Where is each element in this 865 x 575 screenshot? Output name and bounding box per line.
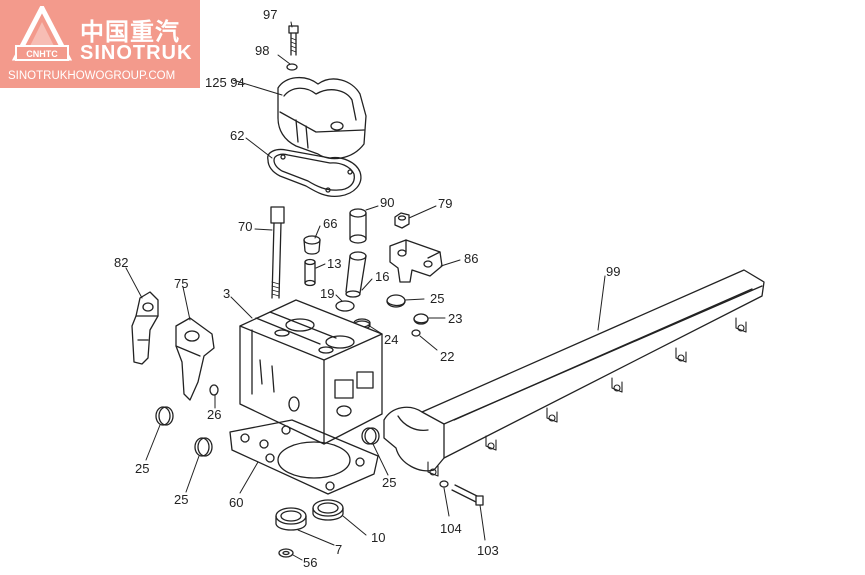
part-19-o-ring bbox=[335, 300, 355, 312]
part-97-bolt bbox=[288, 25, 299, 56]
callout-22: 22 bbox=[440, 349, 455, 364]
part-3-cylinder-head bbox=[239, 299, 383, 445]
part-94-valve-cover bbox=[277, 77, 367, 160]
part-7-valve-seat-insert bbox=[275, 507, 307, 531]
part-56-washer bbox=[278, 548, 294, 558]
part-25-seal-ring-right bbox=[361, 427, 380, 445]
callout-19: 19 bbox=[320, 286, 335, 301]
callout-16: 16 bbox=[375, 269, 390, 284]
part-16-injector-sleeve bbox=[345, 251, 367, 298]
callout-25-left-lower: 25 bbox=[174, 492, 189, 507]
callout-62: 62 bbox=[230, 128, 245, 143]
brand-url: SINOTRUKHOWOGROUP.COM bbox=[8, 70, 176, 82]
part-98-washer bbox=[286, 63, 298, 71]
callout-60: 60 bbox=[229, 495, 244, 510]
part-25-seal-ring-left-lower bbox=[194, 437, 213, 457]
callout-10: 10 bbox=[371, 530, 386, 545]
part-25-seal-ring-left-upper bbox=[155, 406, 174, 426]
part-13-valve-guide bbox=[304, 258, 316, 287]
callout-99: 99 bbox=[606, 264, 621, 279]
callout-25-right: 25 bbox=[382, 475, 397, 490]
callout-26: 26 bbox=[207, 407, 222, 422]
callout-7: 7 bbox=[335, 542, 343, 557]
part-82-rocker-arm bbox=[131, 291, 159, 365]
part-23-plug bbox=[413, 313, 429, 325]
brand-name-cn: 中国重汽 bbox=[80, 18, 180, 46]
part-99-fuel-rail bbox=[383, 269, 765, 477]
part-66-valve-stem-seal bbox=[303, 235, 321, 255]
brand-name-en: SINOTRUK bbox=[80, 42, 193, 64]
part-60-cylinder-head-gasket bbox=[229, 419, 379, 495]
callout-82: 82 bbox=[114, 255, 129, 270]
part-62-valve-cover-gasket bbox=[267, 148, 362, 198]
callout-103: 103 bbox=[477, 543, 499, 558]
callout-66: 66 bbox=[323, 216, 338, 231]
part-70-cylinder-head-bolt bbox=[270, 206, 285, 299]
callout-25-left-upper: 25 bbox=[135, 461, 150, 476]
callout-125-94: 125 94 bbox=[205, 75, 245, 90]
callout-75: 75 bbox=[174, 276, 189, 291]
callout-70: 70 bbox=[238, 219, 253, 234]
callout-97: 97 bbox=[263, 7, 278, 22]
callout-98: 98 bbox=[255, 43, 270, 58]
part-86-rocker-shaft-bracket bbox=[389, 239, 443, 283]
callout-56: 56 bbox=[303, 555, 318, 570]
part-90-sleeve bbox=[349, 208, 367, 244]
part-25-plug-upper bbox=[386, 294, 406, 308]
callout-24: 24 bbox=[384, 332, 399, 347]
callout-90: 90 bbox=[380, 195, 395, 210]
callout-13: 13 bbox=[327, 256, 342, 271]
callout-23: 23 bbox=[448, 311, 463, 326]
emblem-text: CNHTC bbox=[26, 49, 58, 59]
callout-25-upper: 25 bbox=[430, 291, 445, 306]
part-103-bolt bbox=[451, 484, 484, 506]
part-75-rocker-arm bbox=[175, 317, 215, 401]
part-10-valve-seat-insert bbox=[312, 499, 344, 521]
part-79-nut bbox=[394, 212, 410, 229]
brand-logo-panel: CNHTC 中国重汽 SINOTRUK SINOTRUKHOWOGROUP.CO… bbox=[0, 0, 200, 88]
part-22-small-plug bbox=[411, 329, 421, 337]
callout-79: 79 bbox=[438, 196, 453, 211]
callout-3: 3 bbox=[223, 286, 231, 301]
callout-86: 86 bbox=[464, 251, 479, 266]
callout-104: 104 bbox=[440, 521, 462, 536]
sinotruk-emblem-icon: CNHTC bbox=[11, 6, 73, 61]
part-104-washer bbox=[439, 480, 449, 488]
part-26-plug bbox=[209, 384, 219, 396]
